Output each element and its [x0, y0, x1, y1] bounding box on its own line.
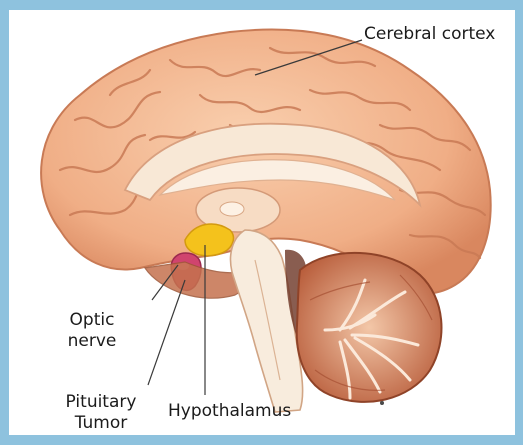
temporal-base [145, 262, 245, 298]
cerebellum [297, 253, 442, 402]
label-optic-nerve-line1: Optic [58, 310, 126, 331]
label-cerebral-cortex: Cerebral cortex [364, 24, 495, 45]
label-optic-nerve-line2: nerve [58, 331, 126, 352]
label-pituitary-line1: Pituitary [55, 392, 147, 413]
label-optic-nerve: Optic nerve [58, 310, 126, 352]
label-pituitary-line2: Tumor [55, 413, 147, 434]
label-pituitary-tumor: Pituitary Tumor [55, 392, 147, 434]
label-hypothalamus: Hypothalamus [168, 401, 291, 422]
